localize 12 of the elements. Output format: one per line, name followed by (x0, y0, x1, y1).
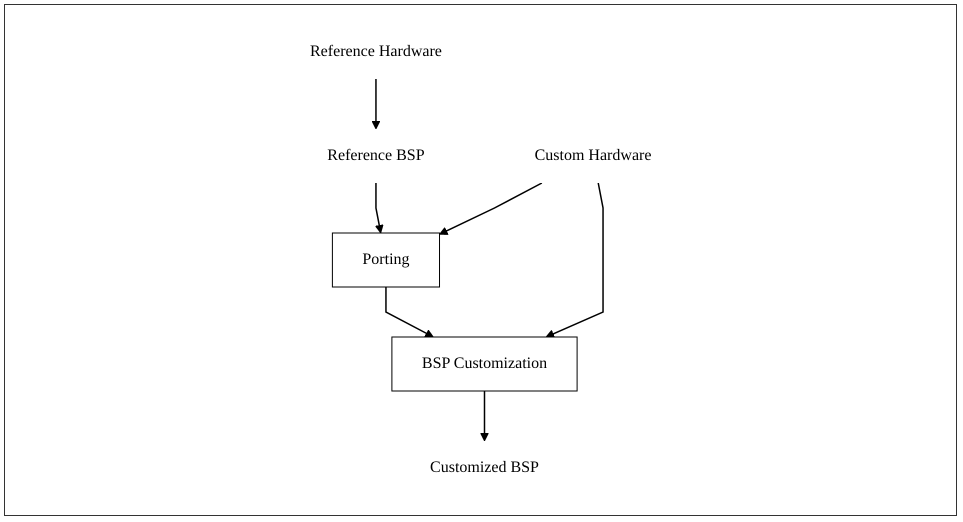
node-text: Reference BSP (327, 147, 424, 164)
arrow (371, 79, 380, 130)
arrow (374, 183, 384, 234)
node-box: BSP Customization (391, 336, 578, 392)
node-box: Porting (332, 232, 440, 288)
node-text: Custom Hardware (534, 147, 652, 164)
node-text: Customized BSP (430, 459, 539, 476)
arrow (384, 287, 434, 338)
arrow (438, 182, 542, 235)
arrow (480, 391, 489, 442)
arrow (545, 182, 604, 338)
node-text: Reference Hardware (310, 43, 442, 60)
